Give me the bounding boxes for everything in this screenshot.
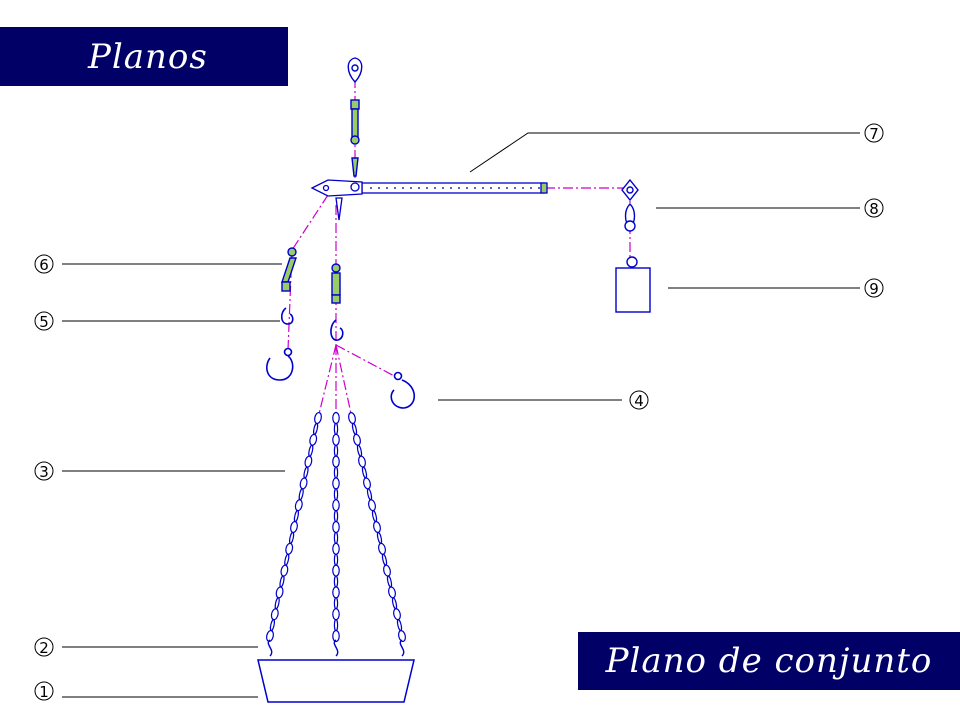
chain-link: [333, 531, 339, 545]
chain-link: [386, 575, 393, 588]
callouts: 1 2 3 4 5 6 7 8: [34, 123, 884, 701]
chain-link: [358, 455, 366, 468]
chain-link: [274, 597, 280, 610]
chain-link: [333, 509, 339, 523]
s-hooks-part-2: [267, 639, 405, 657]
chain-link: [275, 586, 284, 599]
chain-link: [333, 597, 339, 610]
chain-link: [348, 411, 356, 425]
title-planos: Planos: [0, 27, 288, 86]
title-plano-de-conjunto: Plano de conjunto: [578, 632, 960, 690]
chain-link: [363, 477, 371, 490]
chain-link: [284, 553, 290, 566]
chain-link: [314, 411, 322, 425]
chain-link: [289, 531, 295, 544]
link-part-6: [281, 247, 297, 292]
chain-link: [332, 520, 340, 534]
chain-link: [280, 564, 289, 577]
weight-hook-part-8: [621, 178, 639, 232]
chain-link: [304, 455, 313, 468]
chain-link: [333, 444, 339, 457]
callout-9: 9: [864, 278, 884, 298]
chain-link: [270, 608, 279, 621]
chain-link: [332, 608, 340, 621]
hook-part-5: [266, 307, 294, 381]
chains-part-3: [266, 411, 406, 643]
center-link: [331, 263, 341, 304]
callout-3-label: 3: [39, 463, 49, 481]
beam-part-7: [310, 179, 548, 221]
chain-link: [332, 455, 340, 468]
callout-8: 8: [864, 198, 884, 218]
chain-link: [332, 411, 340, 425]
center-lines: [287, 60, 631, 419]
chain-link: [308, 444, 314, 457]
callout-5: 5: [34, 311, 54, 331]
chain-link: [333, 575, 339, 588]
chain-link: [332, 586, 340, 599]
chain-link: [361, 466, 368, 479]
chain-link: [398, 629, 406, 643]
chain-link: [332, 477, 340, 490]
chain-link: [393, 608, 401, 621]
pan-part-1: [257, 659, 415, 703]
chain-link: [381, 553, 388, 566]
chain-link: [332, 542, 340, 555]
hook-part-4: [390, 371, 416, 409]
callout-4: 4: [629, 390, 649, 410]
chain-link: [376, 531, 383, 544]
top-suspension: [347, 57, 363, 177]
callout-7: 7: [864, 123, 884, 143]
callout-4-label: 4: [634, 392, 644, 410]
center-hook: [330, 319, 344, 341]
chain-link: [333, 422, 339, 435]
chain-link: [353, 433, 361, 446]
chain-link: [366, 488, 373, 501]
chain-link: [332, 629, 340, 643]
chain-link: [309, 433, 318, 446]
chain-link: [333, 618, 339, 632]
callout-7-label: 7: [869, 125, 879, 143]
chain-link: [333, 466, 339, 479]
callout-9-label: 9: [869, 280, 879, 298]
callout-6-label: 6: [39, 256, 49, 274]
callout-2-label: 2: [39, 639, 49, 657]
chain-link: [332, 433, 340, 446]
callout-1: 1: [34, 681, 54, 701]
chain-link: [279, 575, 285, 588]
chain-link: [391, 597, 398, 610]
chain-link: [332, 564, 340, 577]
chain-link: [368, 499, 376, 512]
counterweight-part-9: [615, 256, 651, 313]
chain-link: [371, 510, 378, 523]
callout-8-label: 8: [869, 200, 879, 218]
chain-link: [290, 520, 298, 534]
chain-link: [388, 586, 396, 599]
chain-link: [351, 422, 358, 435]
chain-link: [313, 422, 319, 435]
chain-link: [373, 520, 381, 534]
chain-link: [303, 466, 309, 479]
chain-link: [333, 553, 339, 566]
chain-link: [396, 619, 403, 632]
chain-link: [293, 510, 299, 523]
chain-link: [294, 499, 303, 512]
callout-5-label: 5: [39, 313, 49, 331]
chain-link: [383, 564, 391, 577]
callout-1-label: 1: [39, 683, 49, 701]
leader-lines: [62, 132, 860, 698]
chain-link: [285, 542, 294, 555]
chain-link: [378, 542, 386, 555]
chain-link: [332, 499, 340, 512]
chain-link: [269, 619, 275, 632]
chain-link: [333, 488, 339, 501]
callout-6: 6: [34, 254, 54, 274]
chain-link: [299, 477, 308, 490]
chain-link: [356, 444, 363, 457]
callout-2: 2: [34, 637, 54, 657]
callout-3: 3: [34, 461, 54, 481]
chain-link: [298, 488, 304, 501]
